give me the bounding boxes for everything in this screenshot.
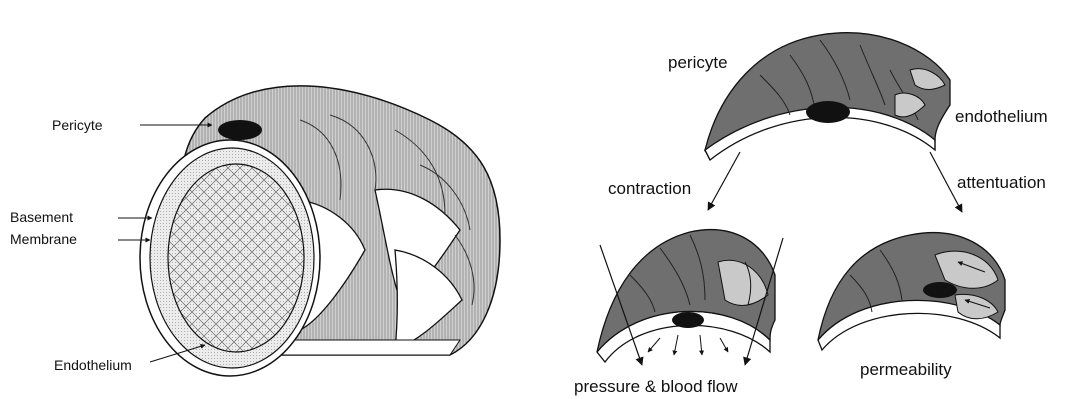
contraction-segment xyxy=(597,230,783,365)
attenuation-segment xyxy=(818,233,1005,350)
top-pericyte-nucleus xyxy=(806,101,850,123)
attenuation-pericyte-nucleus xyxy=(923,282,957,298)
label-attentuation: attentuation xyxy=(957,173,1046,192)
capillary-cross-section xyxy=(118,86,500,376)
label-permeability: permeability xyxy=(860,360,952,379)
label-endothelium-left: Endothelium xyxy=(54,357,132,373)
label-pericyte-left: Pericyte xyxy=(52,117,103,133)
top-pericyte-segment xyxy=(705,33,950,160)
label-pressure-blood-flow: pressure & blood flow xyxy=(574,377,738,396)
label-pericyte-right: pericyte xyxy=(668,53,728,72)
lumen xyxy=(168,164,304,352)
label-contraction: contraction xyxy=(608,179,691,198)
contraction-pericyte-nucleus xyxy=(672,312,704,328)
label-endothelium-right: endothelium xyxy=(955,107,1048,126)
label-basement: Basement xyxy=(10,209,73,225)
label-membrane: Membrane xyxy=(10,231,77,247)
left-pericyte-nucleus xyxy=(218,120,262,140)
